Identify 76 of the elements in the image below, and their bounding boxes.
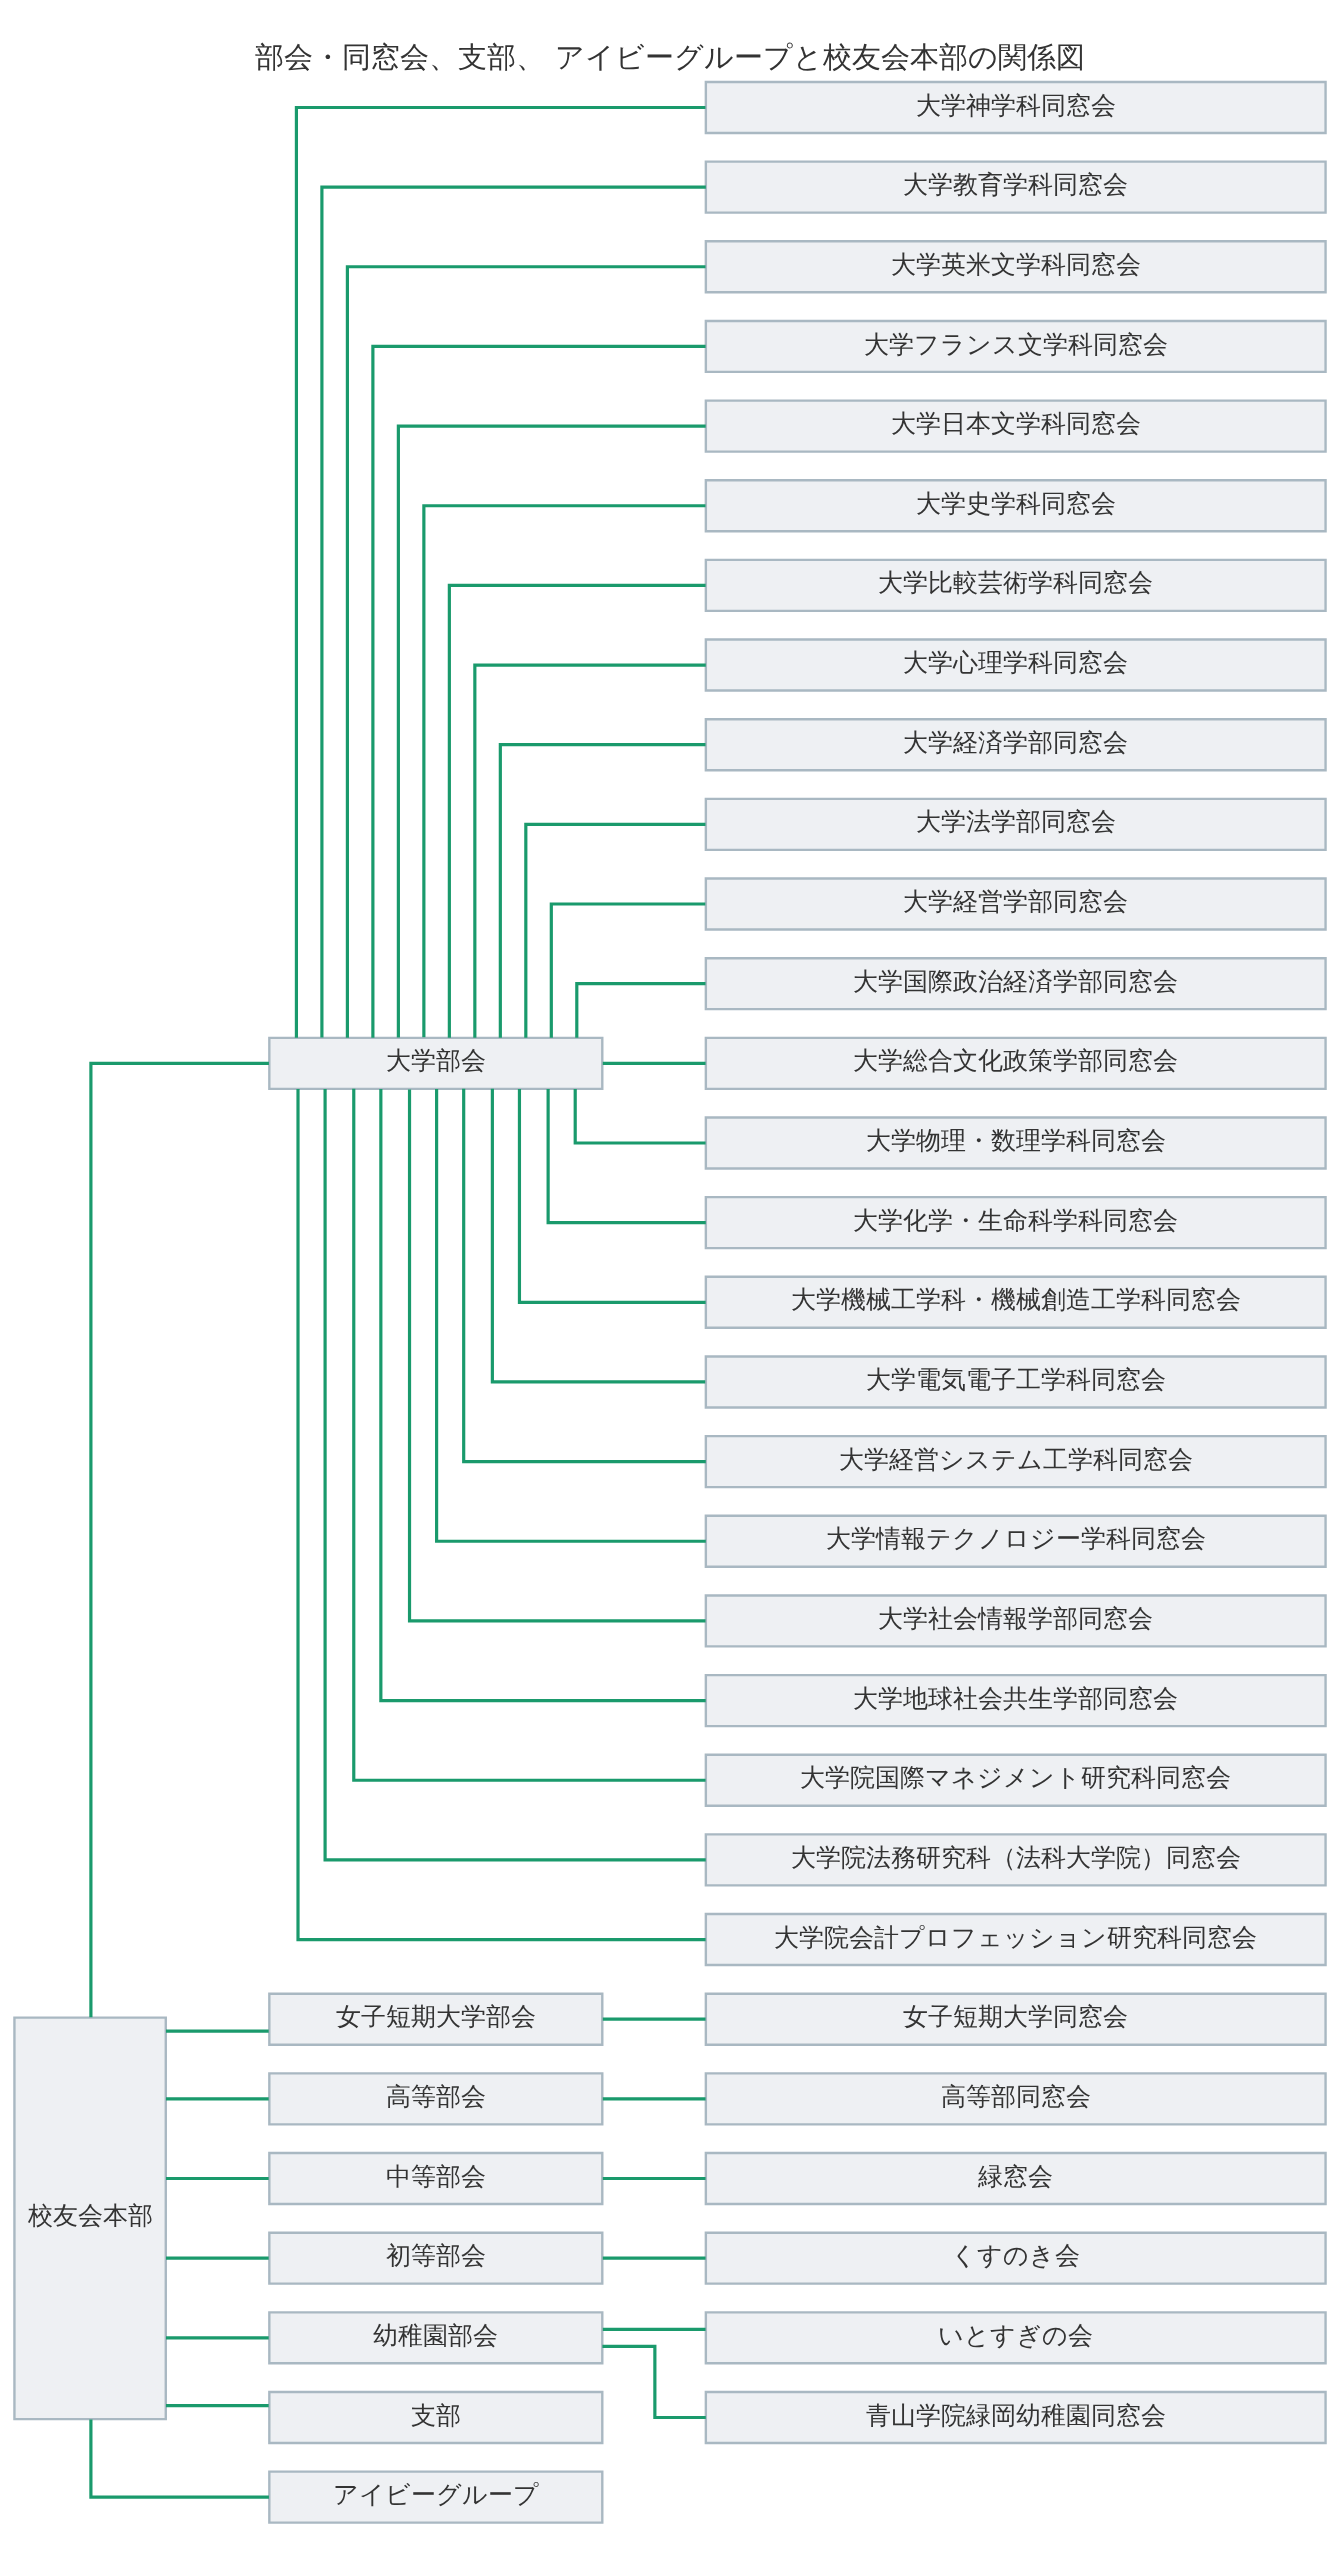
connector <box>371 344 706 1038</box>
node-box: 大学院会計プロフェッション研究科同窓会 <box>704 1912 1327 1967</box>
connector <box>89 2419 269 2499</box>
connector <box>473 663 706 1038</box>
connector <box>323 1088 706 1862</box>
connector <box>165 2097 269 2101</box>
node-box: 女子短期大学部会 <box>268 1992 604 2046</box>
node-box: 大学神学科同窓会 <box>704 80 1327 135</box>
connector <box>165 2403 269 2408</box>
connector <box>602 1061 706 1065</box>
connector <box>352 1088 706 1782</box>
connector <box>296 1089 706 1942</box>
connector <box>602 2097 706 2101</box>
diagram-title: 部会・同窓会、支部、 アイビーグループと校友会本部の関係図 <box>255 39 1085 74</box>
connector <box>396 424 706 1038</box>
node-box: 大学経営システム工学科同窓会 <box>704 1434 1327 1489</box>
node-box: いとすぎの会 <box>704 2311 1327 2365</box>
connector <box>546 1088 706 1225</box>
connector <box>447 583 706 1038</box>
node-box: くすのき会 <box>704 2231 1327 2285</box>
node-box: 初等部会 <box>268 2231 604 2285</box>
node-box: 大学心理学科同窓会 <box>704 638 1327 692</box>
node-box: 大学経済学部同窓会 <box>704 718 1327 772</box>
connector <box>165 2029 269 2033</box>
connector <box>462 1088 706 1464</box>
connector <box>549 902 706 1038</box>
connector <box>407 1089 706 1623</box>
connector <box>422 504 706 1038</box>
node-box: 大学フランス文学科同窓会 <box>704 319 1327 374</box>
connector <box>524 822 706 1038</box>
connector <box>165 2336 269 2340</box>
connector <box>165 2256 269 2260</box>
node-box: 大学情報テクノロジー学科同窓会 <box>704 1514 1327 1568</box>
connector <box>435 1089 706 1543</box>
node-box: 大学社会情報学部同窓会 <box>704 1594 1327 1648</box>
node-box: 大学国際政治経済学部同窓会 <box>704 957 1327 1011</box>
node-box: 大学院法務研究科（法科大学院）同窓会 <box>704 1833 1327 1887</box>
node-box: 大学電気電子工学科同窓会 <box>704 1355 1327 1409</box>
node-box: 大学地球社会共生学部同窓会 <box>704 1673 1327 1728</box>
node-box: 幼稚園部会 <box>268 2311 604 2365</box>
node-box: 中等部会 <box>268 2151 604 2206</box>
node-box: アイビーグループ <box>268 2470 604 2524</box>
connector <box>490 1088 706 1384</box>
node-box: 大学教育学科同窓会 <box>704 160 1327 214</box>
connector <box>379 1089 706 1703</box>
connector <box>498 743 706 1038</box>
node-box: 大学日本文学科同窓会 <box>704 399 1327 453</box>
connector <box>602 2017 706 2021</box>
node-box: 高等部会 <box>268 2072 604 2126</box>
node-box: 青山学院緑岡幼稚園同窓会 <box>704 2390 1327 2445</box>
connector <box>602 2327 706 2331</box>
node-box: 大学総合文化政策学部同窓会 <box>704 1036 1327 1091</box>
node-box: 大学化学・生命科学科同窓会 <box>704 1195 1327 1250</box>
node-box: 校友会本部 <box>13 2016 167 2421</box>
node-box: 大学法学部同窓会 <box>704 797 1327 852</box>
node-box: 大学史学科同窓会 <box>704 479 1327 533</box>
node-box: 大学物理・数理学科同窓会 <box>704 1116 1327 1170</box>
node-box: 大学英米文学科同窓会 <box>704 240 1327 294</box>
connector <box>345 265 706 1038</box>
connector <box>89 1061 269 2018</box>
node-box: 大学比較芸術学科同窓会 <box>704 558 1327 613</box>
connector <box>165 2176 269 2181</box>
connector <box>573 1089 706 1145</box>
node-box: 支部 <box>268 2390 604 2445</box>
node-box: 高等部同窓会 <box>704 2072 1327 2126</box>
node-box: 大学部会 <box>268 1036 604 1091</box>
connector <box>602 2256 706 2260</box>
node-box: 緑窓会 <box>704 2151 1327 2206</box>
node-box: 大学院国際マネジメント研究科同窓会 <box>704 1753 1327 1807</box>
connector <box>517 1088 706 1304</box>
node-box: 大学経営学部同窓会 <box>704 877 1327 931</box>
connector <box>575 982 706 1038</box>
node-box: 女子短期大学同窓会 <box>704 1992 1327 2046</box>
connector <box>602 2176 706 2181</box>
connector <box>602 2344 706 2420</box>
node-box: 大学機械工学科・機械創造工学科同窓会 <box>704 1275 1327 1329</box>
